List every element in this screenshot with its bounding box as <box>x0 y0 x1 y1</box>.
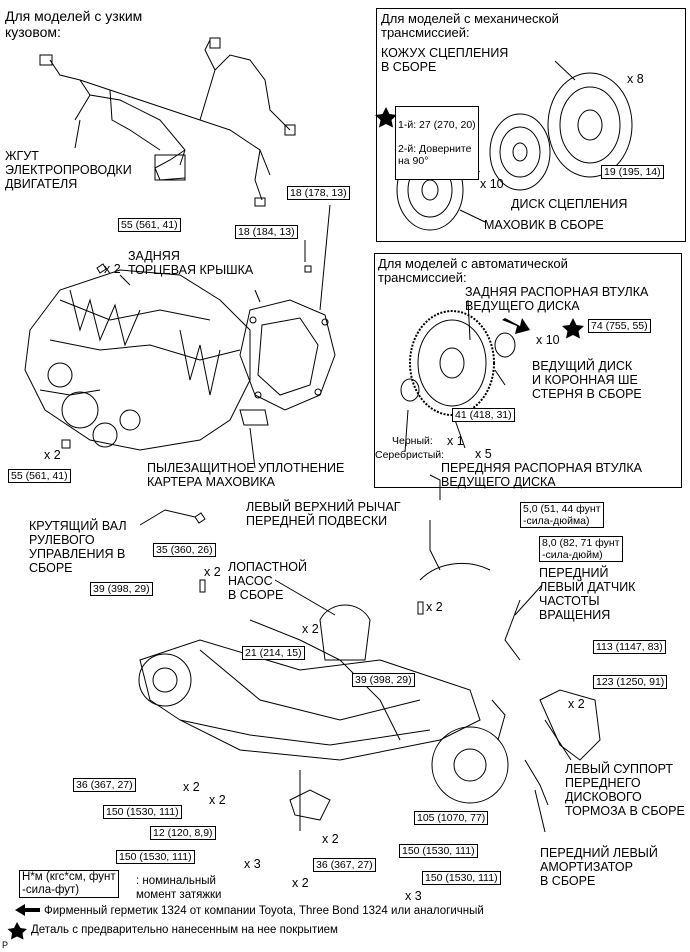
leader-lines <box>74 60 576 833</box>
manual-transmission-frame <box>376 8 686 242</box>
steering-shaft-label: КРУТЯЩИЙ ВАЛ РУЛЕВОГО УПРАВЛЕНИЯ В СБОРЕ <box>29 519 127 575</box>
page-mark: P <box>2 940 9 950</box>
multiplier: x 2 <box>426 600 443 614</box>
torque-5: 5,0 (51, 44 фунт -сила-дюйма) <box>520 502 604 528</box>
torque-18b: 18 (184, 13) <box>235 225 298 239</box>
dust-seal-drawing <box>239 409 269 426</box>
clutch-disc-label: ДИСК СЦЕПЛЕНИЯ <box>511 197 628 211</box>
torque-150b: 150 (1530, 111) <box>116 850 195 864</box>
shock-label: ПЕРЕДНИЙ ЛЕВЫЙ АМОРТИЗАТОР В СБОРЕ <box>540 846 658 888</box>
torque-55b: 55 (561, 41) <box>8 469 71 483</box>
torque-150a: 150 (1530, 111) <box>103 805 182 819</box>
engine-drawing <box>24 269 251 451</box>
rear-cover-label: ЗАДНЯЯ ТОРЦЕВАЯ КРЫШКА <box>128 249 254 277</box>
torque-36b: 36 (367, 27) <box>313 858 376 872</box>
multiplier: x 2 <box>322 832 339 846</box>
multiplier: x 2 <box>302 622 319 636</box>
torque-12: 12 (120, 8,9) <box>150 826 216 840</box>
torque-150c: 150 (1530, 111) <box>399 844 478 858</box>
torque-74: 74 (755, 55) <box>588 319 651 333</box>
auto-title: Для моделей с автоматической трансмиссие… <box>378 256 568 285</box>
front-spacer-label: ПЕРЕДНЯЯ РАСПОРНАЯ ВТУЛКА ВЕДУЩЕГО ДИСКА <box>441 461 643 489</box>
auto-multiplier-x10: x 10 <box>536 333 560 347</box>
multiplier-x10: x 10 <box>480 177 504 191</box>
multiplier: x 2 <box>44 448 61 462</box>
torque-18a: 18 (178, 13) <box>287 186 350 200</box>
multiplier: x 2 <box>183 780 200 794</box>
suspension-crossmember-drawing <box>138 562 601 821</box>
multiplier: x 2 <box>204 565 221 579</box>
automatic-transmission-frame <box>374 253 682 488</box>
engine-wire-harness-drawing <box>39 37 296 207</box>
sealant-arrow-icon <box>15 904 40 916</box>
black-label: Черный: <box>392 435 433 447</box>
step-1: 1-й: 27 (270, 20) <box>398 119 476 131</box>
torque-150d: 150 (1530, 111) <box>422 871 501 885</box>
multiplier: x 3 <box>244 857 261 871</box>
precoated-star-icon <box>7 107 584 940</box>
torque-19: 19 (195, 14) <box>601 165 664 179</box>
precoated-legend: Деталь с предварительно нанесенным на не… <box>31 924 338 936</box>
torque-39b: 39 (398, 29) <box>352 673 415 687</box>
torque-39a: 39 (398, 29) <box>90 582 153 596</box>
flywheel-label: МАХОВИК В СБОРЕ <box>484 218 604 232</box>
vane-pump-label: ЛОПАСТНОЙ НАСОС В СБОРЕ <box>228 560 307 602</box>
torque-8: 8,0 (82, 71 фунт -сила-дюйм) <box>539 536 623 562</box>
multiplier: x 2 <box>104 262 121 276</box>
torque-21: 21 (214, 15) <box>242 646 305 660</box>
narrow-body-heading: Для моделей с узким кузовом: <box>5 8 143 40</box>
torque-41: 41 (418, 31) <box>452 408 515 422</box>
multiplier: x 2 <box>209 793 226 807</box>
multiplier: x 2 <box>292 876 309 890</box>
unit-legend-desc: : номинальный момент затяжки <box>136 875 222 901</box>
silver-x5: x 5 <box>475 447 492 461</box>
torque-55a: 55 (561, 41) <box>118 218 181 232</box>
sealant-legend: Фирменный герметик 1324 от компании Toyo… <box>44 905 484 917</box>
step-2: 2-й: Доверните на 90° <box>398 143 472 167</box>
rear-spacer-label: ЗАДНЯЯ РАСПОРНАЯ ВТУЛКА ВЕДУЩЕГО ДИСКА <box>465 285 649 313</box>
speed-sensor-label: ПЕРЕДНИЙ ЛЕВЫЙ ДАТЧИК ЧАСТОТЫ ВРАЩЕНИЯ <box>539 566 636 622</box>
black-x1: x 1 <box>447 434 464 448</box>
clutch-disc-drawing <box>489 113 551 191</box>
torque-36a: 36 (367, 27) <box>73 778 136 792</box>
wiring-label: ЖГУТ ЭЛЕКТРОПРОВОДКИ ДВИГАТЕЛЯ <box>5 149 132 191</box>
drive-plate-label: ВЕДУЩИЙ ДИСК И КОРОННАЯ ШЕ СТЕРНЯ В СБОР… <box>532 359 642 401</box>
torque-35: 35 (360, 26) <box>153 543 216 557</box>
unit-legend-box: Н*м (кгс*см, фунт -сила-фут) <box>19 870 119 898</box>
multiplier: x 2 <box>568 697 585 711</box>
upper-arm-label: ЛЕВЫЙ ВЕРХНИЙ РЫЧАГ ПЕРЕДНЕЙ ПОДВЕСКИ <box>246 500 401 528</box>
multiplier: x 3 <box>405 889 422 903</box>
bolt-drawings <box>61 263 424 615</box>
tightening-steps-box: 1-й: 27 (270, 20) 2-й: Доверните на 90° <box>395 106 479 180</box>
torque-105: 105 (1070, 77) <box>414 811 489 825</box>
clutch-cover-drawing <box>547 72 633 178</box>
clutch-cover-label: КОЖУХ СЦЕПЛЕНИЯ В СБОРЕ <box>381 46 509 74</box>
multiplier-x8: x 8 <box>627 72 644 86</box>
silver-label: Серебристый: <box>375 449 445 461</box>
caliper-label: ЛЕВЫЙ СУППОРТ ПЕРЕДНЕГО ДИСКОВОГО ТОРМОЗ… <box>565 762 685 818</box>
manual-title: Для моделей с механической трансмиссией: <box>381 11 559 40</box>
torque-113: 113 (1147, 83) <box>593 640 666 654</box>
rear-end-cover-drawing <box>239 299 336 411</box>
dust-seal-label: ПЫЛЕЗАЩИТНОЕ УПЛОТНЕНИЕ КАРТЕРА МАХОВИКА <box>147 461 345 489</box>
torque-123: 123 (1250, 91) <box>593 675 668 689</box>
